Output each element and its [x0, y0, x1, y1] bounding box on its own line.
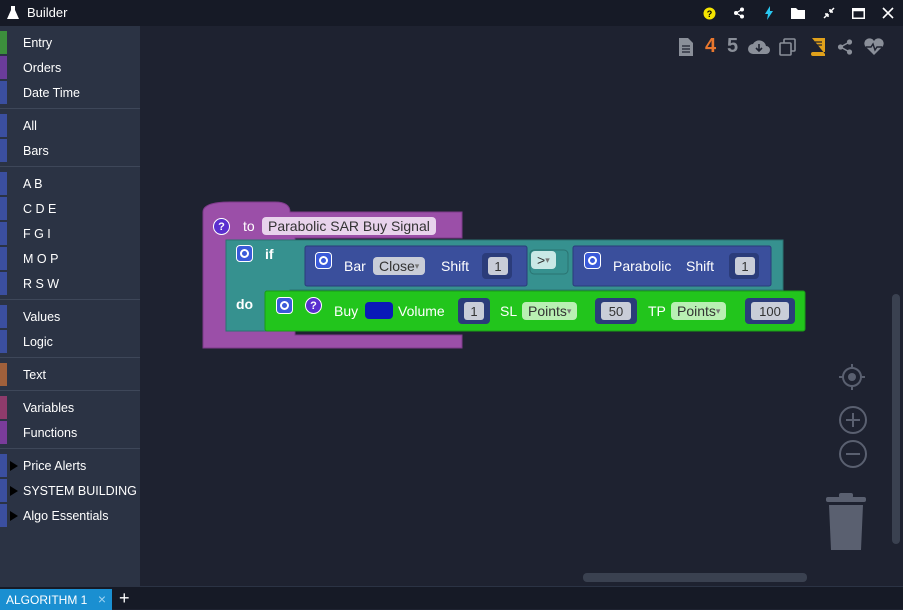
volume-input[interactable]: 1 [464, 302, 484, 320]
category-orders[interactable]: Orders [0, 55, 140, 80]
price-type-dropdown[interactable]: Close [373, 257, 426, 275]
category-f-g-i[interactable]: F G I [0, 221, 140, 246]
trash-icon[interactable] [823, 492, 869, 552]
tp-mode-dropdown[interactable]: Points [671, 302, 727, 320]
buy-help-icon[interactable]: ? [305, 297, 322, 314]
vertical-scrollbar[interactable] [892, 294, 900, 544]
help-icon[interactable]: ? [700, 4, 718, 22]
horizontal-scrollbar[interactable] [583, 573, 807, 582]
category-a-b[interactable]: A B [0, 171, 140, 196]
folder-icon[interactable] [789, 4, 807, 22]
separator [0, 163, 140, 171]
volume-label: Volume [398, 303, 445, 319]
bolt-icon[interactable] [760, 4, 778, 22]
if-label: if [265, 246, 274, 262]
category-text[interactable]: Text [0, 362, 140, 387]
count-badge-a: 4 [705, 35, 717, 57]
category-m-o-p[interactable]: M O P [0, 246, 140, 271]
book-icon[interactable] [807, 37, 827, 57]
operator-dropdown[interactable]: > [531, 251, 556, 269]
maximize-icon[interactable] [849, 4, 867, 22]
separator [0, 445, 140, 453]
copy-icon[interactable] [778, 37, 798, 57]
sl-value-input[interactable]: 50 [601, 302, 631, 320]
shift-input[interactable]: 1 [488, 257, 508, 275]
tp-label: TP [648, 303, 666, 319]
bar-settings-gear-icon[interactable] [315, 252, 332, 269]
shift-label: Shift [686, 258, 715, 274]
sl-mode-dropdown[interactable]: Points [522, 302, 578, 320]
function-help-icon[interactable]: ? [213, 218, 230, 235]
separator [0, 387, 140, 395]
shift-label: Shift [441, 258, 470, 274]
svg-text:?: ? [706, 9, 712, 19]
category-all[interactable]: All [0, 113, 140, 138]
toolbox-sidebar: Entry Orders Date Time All Bars A B C D … [0, 26, 140, 586]
bottom-tab-bar: ALGORITHM 1 × + [0, 586, 903, 610]
separator [0, 296, 140, 304]
zoom-in-icon[interactable] [837, 404, 869, 436]
buy-settings-gear-icon[interactable] [276, 297, 293, 314]
parabolic-block-shape [572, 245, 772, 287]
expand-arrow-icon[interactable] [10, 511, 18, 521]
category-price-alerts[interactable]: Price Alerts [0, 453, 140, 478]
buy-label: Buy [334, 303, 359, 319]
tp-value-input[interactable]: 100 [751, 302, 789, 320]
category-values[interactable]: Values [0, 304, 140, 329]
do-label: do [236, 296, 254, 312]
share-icon[interactable] [836, 37, 854, 57]
cloud-download-icon[interactable] [748, 37, 770, 57]
category-date-time[interactable]: Date Time [0, 80, 140, 105]
buy-color-swatch[interactable] [365, 302, 393, 319]
bar-label: Bar [344, 258, 366, 274]
tab-algorithm-1[interactable]: ALGORITHM 1 × [0, 589, 112, 610]
shift-input[interactable]: 1 [735, 257, 755, 275]
tab-label: ALGORITHM 1 [6, 592, 88, 607]
zoom-out-icon[interactable] [837, 438, 869, 470]
category-logic[interactable]: Logic [0, 329, 140, 354]
sl-label: SL [500, 303, 518, 319]
category-c-d-e[interactable]: C D E [0, 196, 140, 221]
category-bars[interactable]: Bars [0, 138, 140, 163]
expand-arrow-icon[interactable] [10, 486, 18, 496]
parabolic-label: Parabolic [613, 258, 672, 274]
category-system-building[interactable]: SYSTEM BUILDING [0, 478, 140, 503]
recenter-icon[interactable] [837, 362, 867, 392]
close-tab-icon[interactable]: × [97, 591, 106, 607]
window-title: Builder [27, 5, 68, 20]
close-icon[interactable] [879, 4, 897, 22]
share-icon[interactable] [730, 4, 748, 22]
category-variables[interactable]: Variables [0, 395, 140, 420]
category-entry[interactable]: Entry [0, 30, 140, 55]
collapse-icon[interactable] [820, 4, 838, 22]
flask-logo-icon [6, 5, 20, 21]
heartbeat-icon[interactable] [862, 37, 886, 57]
add-tab-icon[interactable]: + [119, 588, 130, 608]
document-icon[interactable] [677, 37, 695, 57]
category-functions[interactable]: Functions [0, 420, 140, 445]
separator [0, 354, 140, 362]
category-r-s-w[interactable]: R S W [0, 271, 140, 296]
function-name-field[interactable]: Parabolic SAR Buy Signal [262, 217, 436, 235]
count-badge-b: 5 [727, 35, 739, 57]
keyword-to: to [243, 218, 255, 234]
parabolic-settings-gear-icon[interactable] [584, 252, 601, 269]
category-algo-essentials[interactable]: Algo Essentials [0, 503, 140, 528]
separator [0, 105, 140, 113]
title-bar: Builder ? [0, 0, 903, 26]
expand-arrow-icon[interactable] [10, 461, 18, 471]
if-settings-gear-icon[interactable] [236, 245, 253, 262]
